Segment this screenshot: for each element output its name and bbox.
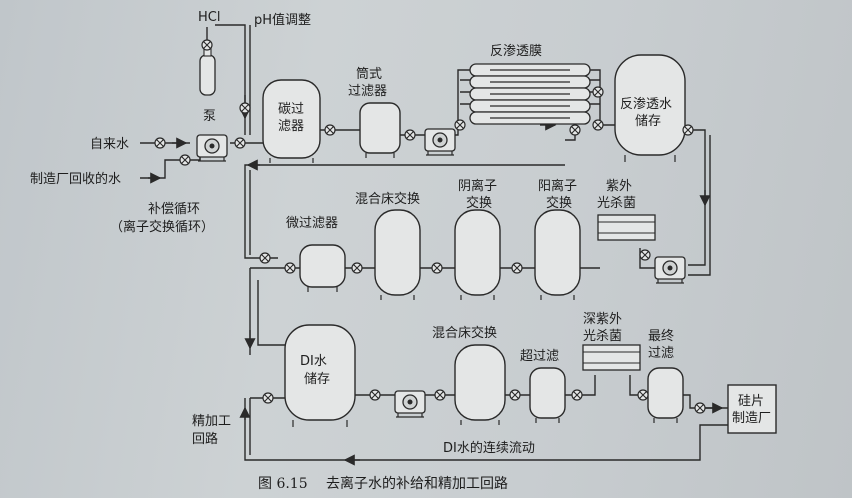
deep-uv-label: 光杀菌	[583, 329, 622, 344]
valve-icon	[234, 137, 246, 149]
deep-uv-sterilizer	[582, 344, 641, 371]
makeup-loop-label: （离子交换循环）	[110, 219, 214, 235]
mixed-bed-tank-2	[454, 344, 506, 425]
final-filter-label: 过滤	[648, 346, 674, 361]
uv-sterilizer-1	[597, 214, 656, 241]
wafer-fab-label: 制造厂	[732, 411, 771, 426]
valve-icon	[431, 262, 443, 274]
valve-icon	[592, 86, 604, 98]
caption-title: 去离子水的补给和精加工回路	[326, 475, 508, 492]
factory-water-label: 制造厂回收的水	[30, 171, 121, 187]
caption-number: 图 6.15	[258, 476, 308, 492]
ro-storage-label: 反渗透水	[620, 97, 672, 112]
mixed-bed-label-1: 混合床交换	[355, 191, 420, 207]
labels: HCl pH值调整 泵 自来水 制造厂回收的水 碳过 滤器 筒式 过滤器 反渗透…	[30, 10, 771, 456]
di-pump-icon	[394, 390, 426, 418]
valve-icon	[569, 124, 581, 136]
valve-icon	[511, 262, 523, 274]
cation-exchange-tank	[534, 209, 581, 300]
valve-icon	[694, 402, 706, 414]
cartridge-filter-tank	[359, 102, 401, 158]
carbon-filter-label: 滤器	[278, 119, 304, 134]
valve-icon	[369, 389, 381, 401]
uv-label: 紫外	[606, 179, 632, 194]
valve-icon	[324, 124, 336, 136]
valve-icon	[284, 262, 296, 274]
wafer-fab-box	[727, 384, 777, 434]
hcl-label: HCl	[198, 10, 220, 25]
valve-icon	[571, 389, 583, 401]
ph-adjust-label: pH值调整	[254, 12, 311, 28]
valve-icon	[509, 389, 521, 401]
valve-icon	[154, 137, 166, 149]
anion-exchange-tank	[454, 209, 501, 300]
loop-pump-icon	[654, 256, 686, 284]
deep-uv-label: 深紫外	[583, 312, 622, 327]
mixed-bed-label-2: 混合床交换	[432, 325, 497, 341]
tap-water-label: 自来水	[90, 137, 129, 152]
ro-storage-label: 储存	[635, 114, 661, 129]
makeup-loop-label: 补偿循环	[148, 202, 200, 217]
polish-loop-label: 回路	[192, 431, 218, 447]
valve-icon	[454, 119, 466, 131]
feed-pump-icon	[196, 134, 228, 162]
di-storage-tank	[284, 324, 356, 427]
micro-filter-tank	[299, 244, 346, 292]
pump-label: 泵	[203, 109, 216, 124]
di-storage-label: 储存	[304, 372, 330, 387]
micro-filter-label: 微过滤器	[286, 216, 338, 231]
cation-label: 交换	[546, 195, 572, 211]
final-filter-label: 最终	[648, 328, 674, 344]
cartridge-filter-label: 过滤器	[348, 84, 387, 99]
valve-icon	[434, 389, 446, 401]
valve-icon	[259, 252, 271, 264]
ro-membrane-stack	[469, 63, 591, 125]
hcl-bottle	[199, 45, 216, 96]
ro-storage-tank	[614, 54, 686, 162]
ro-pump-icon	[424, 128, 456, 156]
wafer-fab-label: 硅片	[738, 394, 764, 409]
cation-label: 阳离子	[538, 178, 577, 194]
uv-label: 光杀菌	[597, 196, 636, 211]
valve-icon	[592, 119, 604, 131]
valve-icon	[201, 39, 213, 51]
ro-membrane-label: 反渗透膜	[490, 44, 542, 59]
cartridge-filter-label: 筒式	[356, 66, 382, 82]
final-filter-tank	[647, 367, 684, 423]
anion-label: 交换	[466, 195, 492, 211]
carbon-filter-label: 碳过	[278, 102, 304, 117]
valve-icon	[262, 392, 274, 404]
ultra-filter-tank	[529, 367, 566, 423]
di-flow-label: DI水的连续流动	[443, 440, 535, 456]
mixed-bed-tank-1	[374, 209, 421, 300]
figure-caption: 图 6.15 去离子水的补给和精加工回路	[258, 475, 508, 492]
valve-icon	[404, 129, 416, 141]
anion-label: 阴离子	[458, 178, 497, 194]
ultra-filter-label: 超过滤	[520, 349, 559, 364]
valve-icon	[179, 154, 191, 166]
valve-icon	[637, 389, 649, 401]
valve-icon	[682, 124, 694, 136]
valve-icon	[239, 102, 251, 114]
valve-icon	[351, 262, 363, 274]
di-storage-label: DI水	[300, 354, 327, 369]
carbon-filter-tank	[262, 79, 321, 163]
valve-icon	[639, 249, 651, 261]
polish-loop-label: 精加工	[192, 414, 231, 429]
